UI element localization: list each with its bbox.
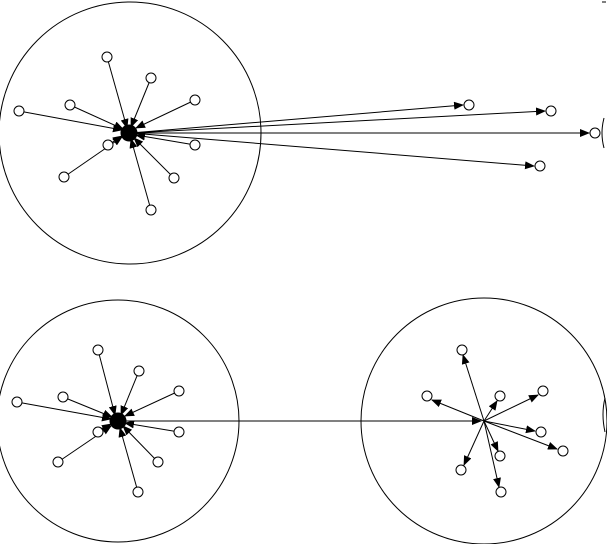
far-node xyxy=(589,127,601,139)
top-panel xyxy=(0,1,606,265)
node xyxy=(495,486,507,498)
node xyxy=(132,486,144,498)
node xyxy=(58,171,70,183)
node xyxy=(57,391,69,403)
node xyxy=(145,204,157,216)
node xyxy=(133,365,145,377)
node xyxy=(494,390,506,402)
node xyxy=(11,396,23,408)
node xyxy=(173,385,185,397)
node xyxy=(92,344,104,356)
node xyxy=(173,426,185,438)
far-node xyxy=(463,99,475,111)
node xyxy=(189,139,201,151)
edge-mark xyxy=(601,117,605,149)
node xyxy=(557,445,569,457)
far-node xyxy=(534,160,546,172)
bottom-panel xyxy=(0,297,607,544)
hub-node xyxy=(120,124,138,142)
node xyxy=(535,426,547,438)
node xyxy=(52,456,64,468)
far-node xyxy=(545,105,557,117)
node xyxy=(456,344,468,356)
node xyxy=(494,450,506,462)
incoming-spokes xyxy=(18,56,196,211)
right-outgoing-spokes xyxy=(431,354,558,488)
node xyxy=(189,94,201,106)
node xyxy=(102,139,114,151)
node xyxy=(92,426,104,438)
node xyxy=(152,456,164,468)
left-cluster-nodes xyxy=(11,344,185,498)
node xyxy=(13,105,25,117)
outgoing-arrows xyxy=(130,101,590,170)
node xyxy=(64,99,76,111)
node xyxy=(421,390,433,402)
left-incoming-spokes xyxy=(16,349,180,493)
edge-mark xyxy=(602,397,606,433)
right-cluster-nodes xyxy=(421,344,569,498)
hub-node xyxy=(109,412,127,430)
far-nodes xyxy=(463,99,601,172)
node xyxy=(145,72,157,84)
node xyxy=(101,51,113,63)
node xyxy=(455,464,467,476)
node xyxy=(537,385,549,397)
cluster-nodes xyxy=(13,51,201,216)
node xyxy=(168,172,180,184)
